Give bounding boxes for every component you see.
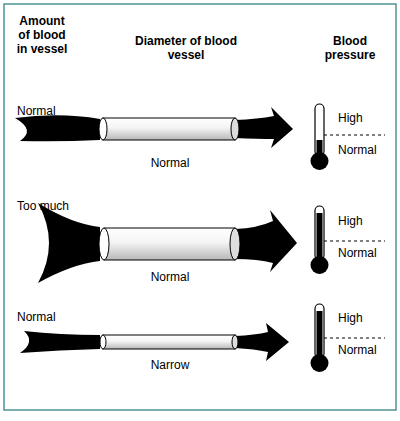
- pressure-level: Normal: [338, 246, 388, 260]
- diameter-label: Normal: [140, 156, 200, 170]
- pressure-level: High: [338, 111, 388, 125]
- pressure-level: Normal: [338, 143, 388, 157]
- column-header: Diameter of blood vessel: [128, 34, 244, 62]
- diameter-label: Narrow: [140, 358, 200, 372]
- pressure-level: Normal: [338, 343, 388, 357]
- vessel-too-much: [38, 203, 297, 283]
- amount-label: Too much: [17, 199, 87, 213]
- amount-label: Normal: [17, 104, 77, 118]
- column-header: Amount of blood in vessel: [14, 14, 70, 56]
- frame: [4, 4, 396, 410]
- diameter-label: Normal: [140, 270, 200, 284]
- pressure-level: High: [338, 214, 388, 228]
- vessel-normal: [15, 107, 293, 148]
- vessel-narrow: [20, 323, 289, 361]
- pressure-level: High: [338, 311, 388, 325]
- amount-label: Normal: [17, 310, 77, 324]
- column-header: Blood pressure: [318, 34, 382, 62]
